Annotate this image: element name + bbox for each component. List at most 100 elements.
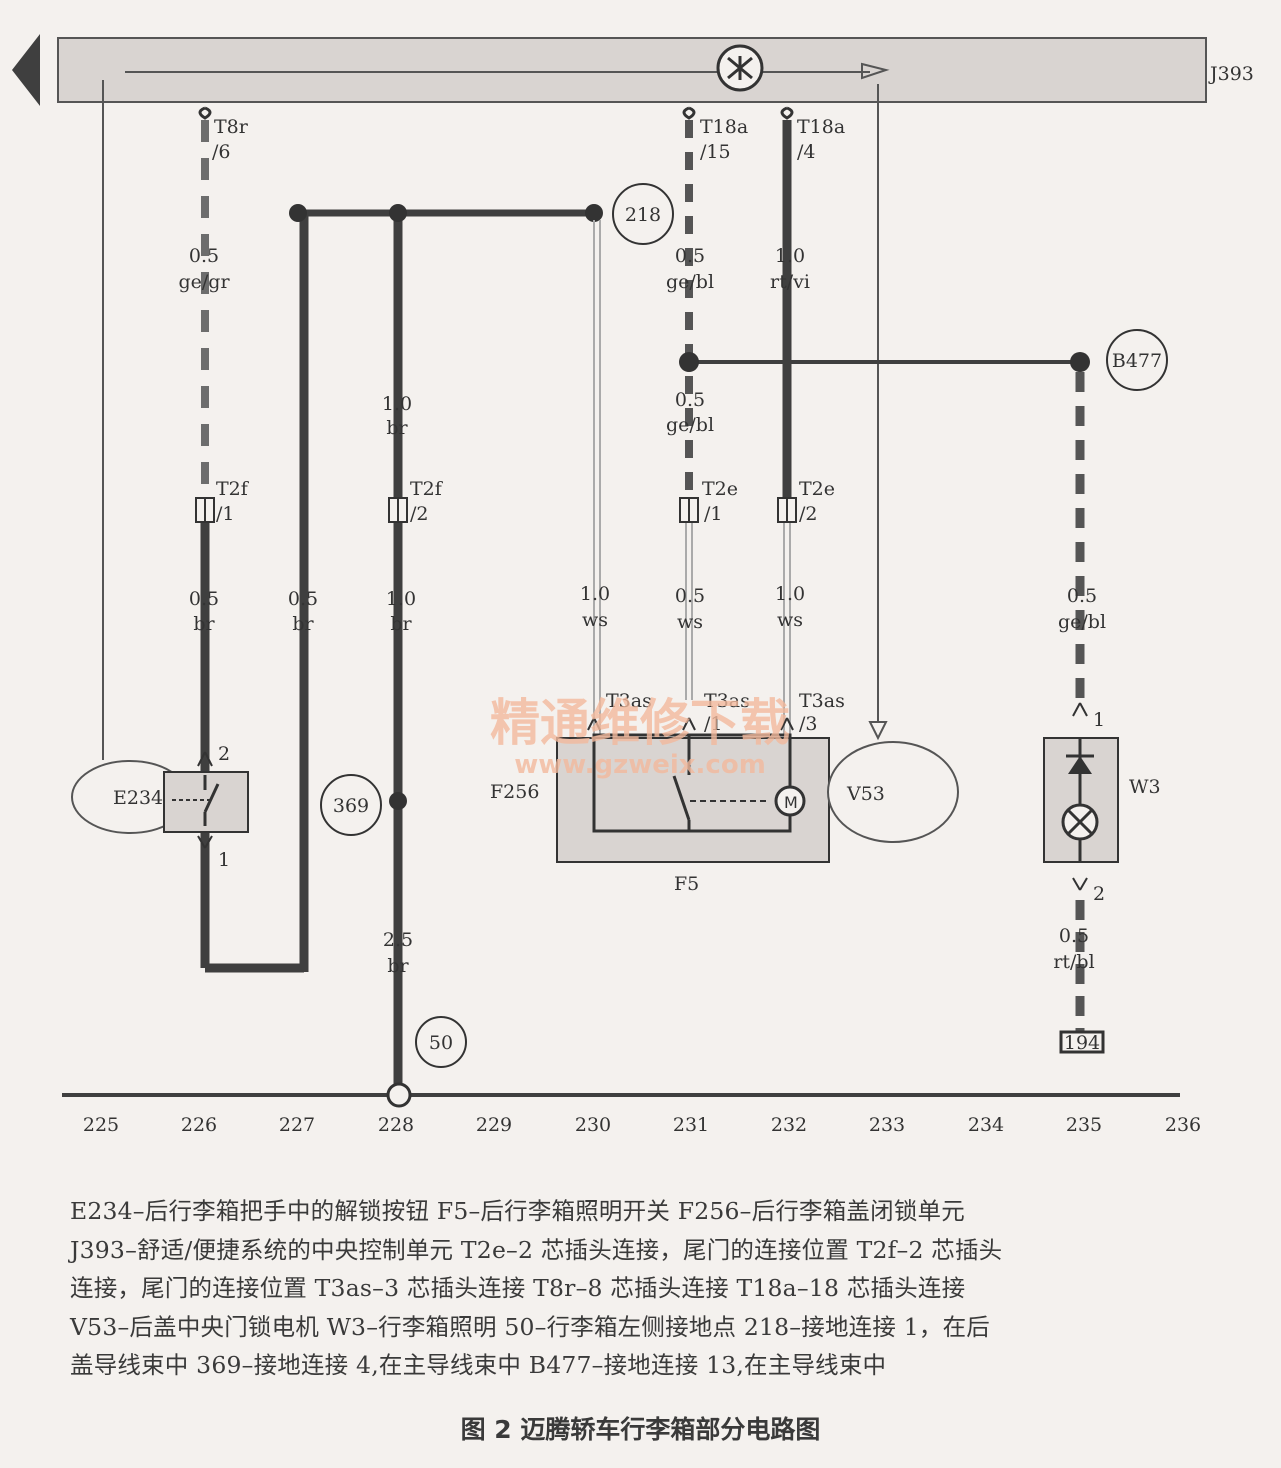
- terminal-194-label: 194: [1064, 1032, 1100, 1054]
- column-number: 228: [378, 1114, 414, 1136]
- wire-color-label: ws: [777, 609, 803, 631]
- ground-point-icon: [386, 1082, 412, 1108]
- node-369-label: 369: [333, 795, 369, 817]
- j393-control-unit: J393: [12, 34, 1254, 106]
- f5-label: F5: [674, 873, 699, 895]
- t2f-2-connector-icon: [388, 497, 408, 523]
- splice-dot: [389, 792, 407, 810]
- t3as-c-label: T3as: [799, 690, 845, 712]
- column-number: 233: [869, 1114, 905, 1136]
- terminal-194: [1059, 1030, 1105, 1054]
- f256-unit: M F256 F5: [490, 717, 830, 895]
- splice-dot: [1070, 352, 1090, 372]
- wire-color-label: br: [386, 417, 408, 439]
- wire-size-label: 1.0: [580, 583, 610, 605]
- legend-line: E234–后行李箱把手中的解锁按钮 F5–后行李箱照明开关 F256–后行李箱盖…: [70, 1197, 965, 1225]
- f256-label: F256: [490, 781, 539, 803]
- t2e-1-pin-label: /1: [704, 503, 723, 525]
- wire-size-label: 0.5: [675, 245, 705, 267]
- splice-dot: [679, 352, 699, 372]
- t2f-2-pin-label: /2: [410, 503, 429, 525]
- figure-caption: 图 2 迈腾轿车行李箱部分电路图: [460, 1415, 821, 1444]
- t2e-1-label: T2e: [702, 478, 738, 500]
- t3as-b-pin-label: /1: [704, 713, 723, 735]
- legend-line: 盖导线束中 369–接地连接 4,在主导线束中 B477–接地连接 13,在主导…: [70, 1351, 887, 1379]
- node-50: [415, 1016, 467, 1068]
- w3-lamp: 1 2 W3: [1043, 702, 1161, 905]
- v53-label: V53: [846, 783, 885, 805]
- wire-size-label: 1.0: [775, 245, 805, 267]
- w3-pin1-label: 1: [1093, 709, 1105, 731]
- watermark-text: 精通维修下载: [490, 694, 790, 752]
- wire-color-label: ge/gr: [178, 271, 230, 293]
- node-50-label: 50: [429, 1032, 453, 1054]
- e234-pin2-label: 2: [218, 743, 230, 765]
- wire-color-label: rt/bl: [1053, 951, 1094, 973]
- watermark-url: www.gzweix.com: [514, 750, 766, 780]
- legend-line: J393–舒适/便捷系统的中央控制单元 T2e–2 芯插头连接，尾门的连接位置 …: [70, 1235, 1003, 1264]
- t18a-4-label: T18a: [797, 116, 845, 138]
- node-b477-label: B477: [1112, 350, 1162, 372]
- wire-size-label: 0.5: [189, 245, 219, 267]
- wire-232: [780, 106, 794, 735]
- w3-pin2-label: 2: [1093, 883, 1105, 905]
- t8r-label: T8r: [214, 116, 249, 138]
- svg-text:M: M: [784, 793, 798, 812]
- node-218-label: 218: [625, 204, 661, 226]
- t18a-15-label: T18a: [700, 116, 748, 138]
- node-218: [612, 183, 674, 245]
- wire-size-label: 0.5: [675, 585, 705, 607]
- t3as-a-label: T3as: [606, 690, 652, 712]
- t18a-4-pin-label: /4: [797, 141, 816, 163]
- column-number: 225: [83, 1114, 119, 1136]
- wire-size-label: 0.5: [1059, 925, 1089, 947]
- wire-color-label: ws: [582, 609, 608, 631]
- t2e-1-connector-icon: [679, 497, 699, 523]
- t2e-2-connector-icon: [777, 497, 797, 523]
- wire-size-label: 0.5: [1067, 585, 1097, 607]
- t2e-2-pin-label: /2: [799, 503, 818, 525]
- v53-motor: V53: [827, 741, 959, 843]
- e234-label: E234: [113, 787, 163, 809]
- bus-arrow-icon: [861, 62, 890, 80]
- wire-size-label: 1.0: [382, 393, 412, 415]
- column-number: 227: [279, 1114, 315, 1136]
- splice-dot: [289, 204, 307, 222]
- wire-color-label: br: [193, 613, 215, 635]
- wire-size-label: 0.5: [675, 389, 705, 411]
- wire-size-label: 0.5: [189, 588, 219, 610]
- wire-size-label: 1.0: [386, 588, 416, 610]
- wire-231: [682, 106, 696, 700]
- left-arrow-icon: [12, 34, 40, 106]
- t8r-pin-label: /6: [212, 141, 231, 163]
- t18a-15-pin-label: /15: [700, 141, 731, 163]
- circuit-diagram: J393 218 B477: [12, 34, 1254, 1136]
- t2f-1-connector-icon: [195, 497, 215, 523]
- column-number: 234: [968, 1114, 1004, 1136]
- column-number: 226: [181, 1114, 217, 1136]
- column-number: 236: [1165, 1114, 1201, 1136]
- wire-226: [198, 106, 304, 973]
- j393-label: J393: [1208, 63, 1254, 85]
- e234-pin1-label: 1: [218, 849, 230, 871]
- wire-230: [593, 220, 601, 735]
- t2f-1-label: T2f: [216, 478, 250, 500]
- column-number: 230: [575, 1114, 611, 1136]
- motor-icon: [774, 785, 806, 817]
- column-number: 229: [476, 1114, 512, 1136]
- splice-dot: [389, 204, 407, 222]
- wire-color-label: ge/bl: [666, 414, 714, 436]
- legend: E234–后行李箱把手中的解锁按钮 F5–后行李箱照明开关 F256–后行李箱盖…: [70, 1192, 1260, 1385]
- e234-switch: E234 2 1: [71, 743, 249, 871]
- wire-color-label: rt/vi: [770, 271, 810, 293]
- w3-label: W3: [1129, 776, 1161, 798]
- column-number: 235: [1066, 1114, 1102, 1136]
- wire-color-label: br: [390, 613, 412, 635]
- t3as-c-pin-label: /3: [799, 713, 818, 735]
- t2e-2-label: T2e: [799, 478, 835, 500]
- splice-dot: [585, 204, 603, 222]
- column-number: 231: [673, 1114, 709, 1136]
- diode-icon: [1068, 756, 1092, 774]
- wire-color-label: br: [292, 613, 314, 635]
- v53-arrow-icon: [868, 721, 888, 741]
